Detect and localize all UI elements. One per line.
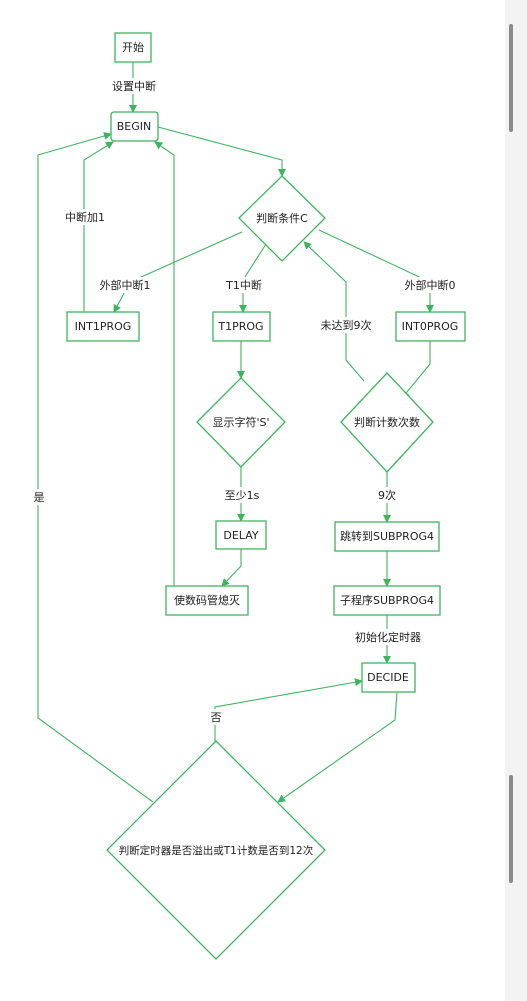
node-int0prog-label: INT0PROG [402,320,459,333]
label-no: 否 [211,711,222,724]
node-decide[interactable]: DECIDE [361,662,416,693]
scrollbar-thumb-upper[interactable] [509,24,513,132]
edge-int0prog-count [401,341,431,399]
node-delay[interactable]: DELAY [215,520,267,550]
node-judge-timer[interactable]: 判断定时器是否溢出或T1计数是否到12次 [106,740,326,960]
node-judge-c-label: 判断条件C [256,211,308,225]
node-show-s[interactable]: 显示字符'S' [196,377,286,468]
node-count-label: 判断计数次数 [354,415,420,429]
node-t1prog-label: T1PROG [217,320,263,333]
label-at-least-1s: 至少1s [225,489,260,502]
label-set-int: 设置中断 [112,79,156,93]
scrollbar-track[interactable] [505,0,527,1001]
edge-count-judge-c [303,241,365,382]
node-off-label: 使数码管熄灭 [174,593,240,607]
node-decide-label: DECIDE [367,671,409,684]
node-start[interactable]: 开始 [114,32,152,63]
node-jump-sub[interactable]: 跳转到SUBPROG4 [334,521,440,552]
node-off[interactable]: 使数码管熄灭 [165,585,249,616]
node-judge-timer-label: 判断定时器是否溢出或T1计数是否到12次 [119,844,314,857]
node-show-s-label: 显示字符'S' [212,415,269,429]
edge-begin-judge-c [157,126,286,177]
scrollbar-thumb-lower[interactable] [509,775,513,883]
edge-labels: 设置中断 中断加1 外部中断1 T1中断 外部中断0 未达到9次 至少1s 9次… [31,78,458,725]
node-int0prog[interactable]: INT0PROG [395,311,466,342]
node-sub[interactable]: 子程序SUBPROG4 [333,585,441,616]
node-judge-c[interactable]: 判断条件C [238,175,326,262]
node-begin-label: BEGIN [117,120,152,133]
label-init-timer: 初始化定时器 [355,630,421,644]
label-not9: 未达到9次 [321,318,372,332]
node-jump-sub-label: 跳转到SUBPROG4 [340,529,434,543]
node-int1prog[interactable]: INT1PROG [66,311,140,342]
edge-judge-timer-begin [37,132,154,803]
label-ext-int0: 外部中断0 [405,278,456,292]
nodes: 开始 BEGIN 判断条件C INT1PROG T1PROG INT0PROG … [66,32,466,960]
edge-off-begin [154,141,175,586]
edge-judge-c-int0prog [318,229,434,313]
node-t1prog[interactable]: T1PROG [212,311,271,342]
node-sub-label: 子程序SUBPROG4 [340,593,434,607]
node-begin[interactable]: BEGIN [110,111,159,142]
node-delay-label: DELAY [223,529,258,542]
flowchart-canvas: 开始 BEGIN 判断条件C INT1PROG T1PROG INT0PROG … [31,32,466,960]
label-int-add1: 中断加1 [65,210,105,224]
label-nine: 9次 [378,488,396,502]
edge-int1prog-begin [83,141,114,312]
label-yes: 是 [34,491,45,504]
edge-decide-judge-timer [277,691,398,803]
node-count[interactable]: 判断计数次数 [340,372,434,473]
label-ext-int1: 外部中断1 [100,278,151,292]
label-t1-int: T1中断 [225,278,262,292]
edge-delay-off [221,549,242,587]
edge-judge-c-int1prog [113,231,243,313]
edge-judge-timer-decide [214,678,363,742]
node-int1prog-label: INT1PROG [75,320,132,333]
node-start-label: 开始 [122,40,144,54]
